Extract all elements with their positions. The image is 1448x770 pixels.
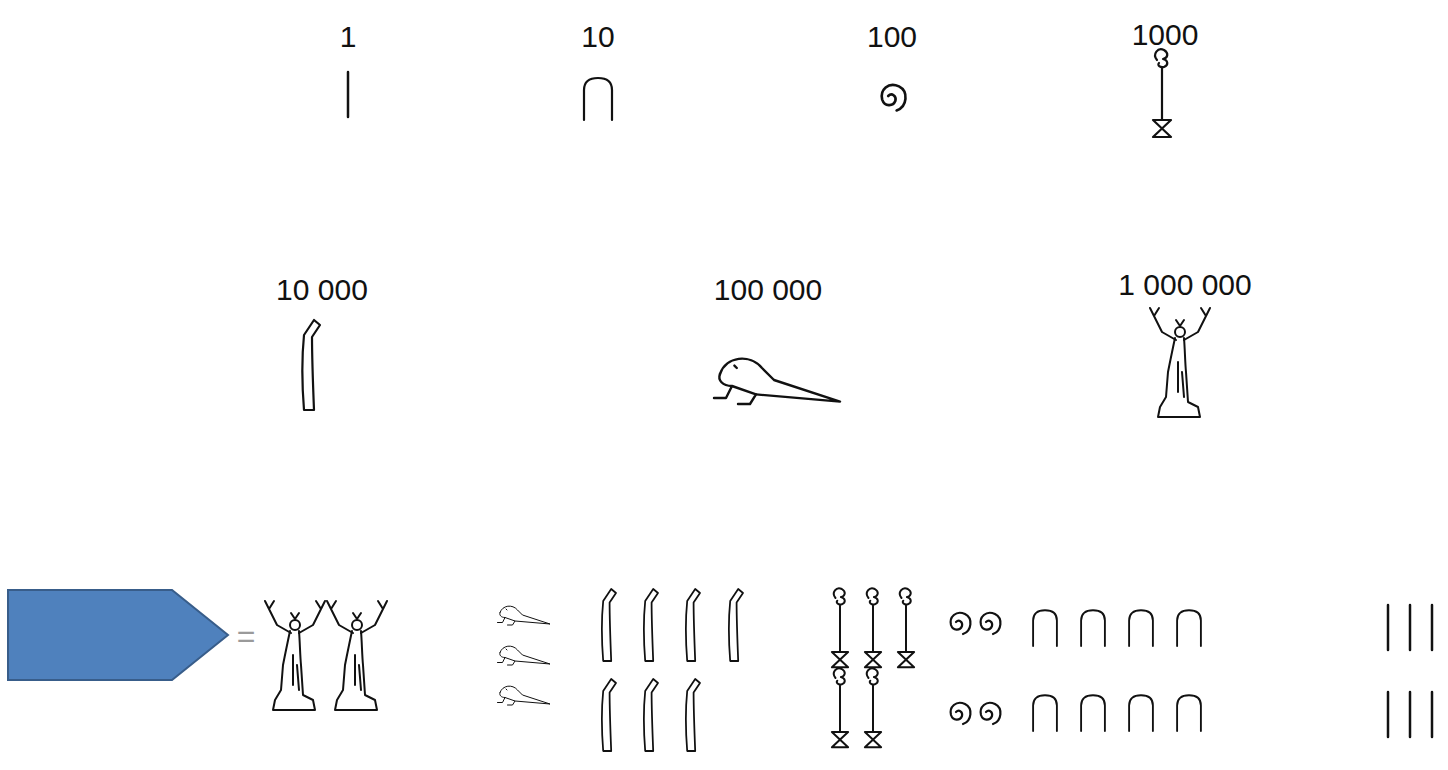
value-label: 1 000 000 — [1118, 270, 1251, 300]
coil-glyph — [882, 85, 906, 110]
god-glyph — [1150, 308, 1210, 417]
value-label: 10 000 — [276, 275, 368, 305]
tadpole-glyph — [714, 359, 840, 404]
stroke-glyph — [348, 72, 349, 117]
value-label: 100 000 — [714, 275, 822, 305]
lotus-glyph — [1153, 49, 1171, 137]
value-label: 100 — [867, 22, 917, 52]
value-label: 1000 — [1132, 20, 1199, 50]
hieroglyph-number — [265, 588, 1432, 751]
equals-sign: = — [237, 620, 256, 652]
value-label: 10 — [581, 22, 614, 52]
finger-glyph — [303, 320, 321, 410]
heel-bone-glyph — [584, 78, 612, 120]
arrow-box — [8, 590, 228, 680]
value-label: 1 — [340, 22, 357, 52]
